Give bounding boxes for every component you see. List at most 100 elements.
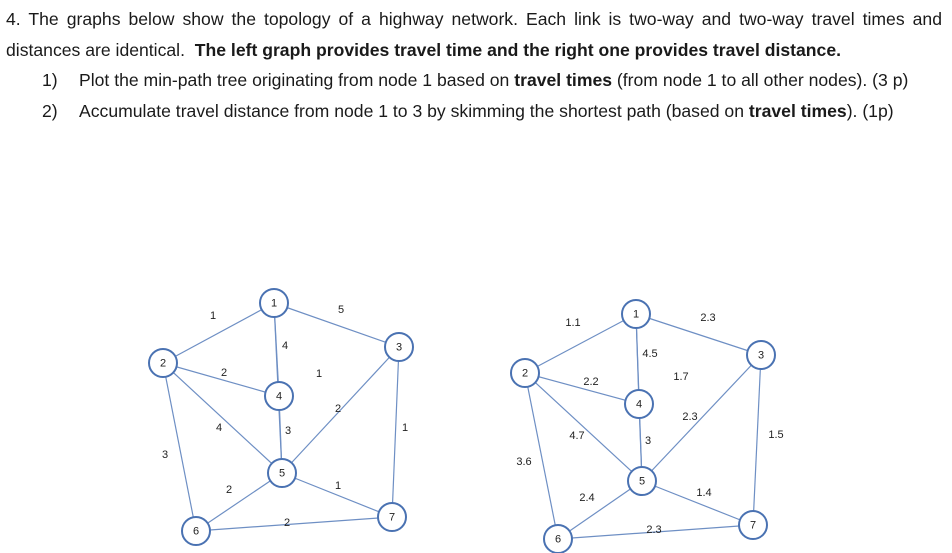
intro-plain: The graphs below show the topology of a …	[6, 9, 942, 60]
edge-1-2	[162, 302, 275, 364]
node-3: 3	[746, 340, 776, 370]
node-label: 7	[750, 520, 756, 532]
edge-label-1-5: 1.7	[673, 371, 688, 383]
node-circle	[621, 299, 651, 329]
list-item-2: 2) Accumulate travel distance from node …	[42, 96, 942, 127]
node-2: 2	[148, 348, 178, 378]
edge-label-3-7: 1	[402, 422, 408, 434]
edge-label-1-3: 5	[338, 304, 344, 316]
edge-label-1-2: 1	[210, 310, 216, 322]
list-item-1: 1) Plot the min-path tree originating fr…	[42, 65, 942, 96]
edge-label-3-5: 2	[335, 403, 341, 415]
node-5: 5	[627, 466, 657, 496]
node-circle	[746, 340, 776, 370]
edge-2-4	[524, 372, 640, 405]
node-2: 2	[510, 358, 540, 388]
edge-label-1-3: 2.3	[700, 312, 715, 324]
edge-2-5	[524, 372, 643, 482]
edge-2-6	[162, 362, 197, 532]
edge-label-3-5: 2.3	[682, 411, 697, 423]
item-number: 2)	[42, 100, 58, 121]
node-label: 1	[633, 309, 639, 321]
node-label: 2	[160, 358, 166, 370]
edge-3-5	[641, 354, 762, 482]
item-number: 1)	[42, 70, 58, 90]
edge-label-1-4: 4	[282, 340, 288, 352]
edge-label-4-5: 3	[645, 435, 651, 447]
node-circle	[259, 288, 289, 318]
node-circle	[267, 458, 297, 488]
item-text-bold: travel times	[514, 70, 613, 90]
edge-label-2-4: 2.2	[583, 376, 598, 388]
node-circle	[264, 381, 294, 411]
node-circle	[377, 502, 407, 532]
node-6: 6	[181, 516, 211, 546]
edge-5-6	[195, 472, 283, 532]
node-circle	[543, 524, 573, 553]
node-label: 4	[636, 399, 642, 411]
edge-label-2-4: 2	[221, 367, 227, 379]
node-circle	[627, 466, 657, 496]
node-circle	[738, 510, 768, 540]
node-label: 6	[193, 526, 199, 538]
node-circle	[384, 332, 414, 362]
edge-3-7	[752, 354, 762, 526]
item-text: Accumulate travel distance from node 1 t…	[79, 96, 942, 127]
node-label: 5	[639, 476, 645, 488]
question-list: 1) Plot the min-path tree originating fr…	[6, 65, 942, 126]
node-5: 5	[267, 458, 297, 488]
item-text-part: Plot the min-path tree originating from …	[79, 70, 515, 90]
edge-label-2-6: 3.6	[516, 456, 531, 468]
edge-label-2-5: 4	[216, 422, 222, 434]
node-3: 3	[384, 332, 414, 362]
node-circle	[510, 358, 540, 388]
node-6: 6	[543, 524, 573, 553]
edge-3-7	[391, 346, 400, 518]
node-label: 5	[279, 468, 285, 480]
edge-5-7	[641, 480, 754, 526]
edge-label-3-7: 1.5	[768, 429, 783, 441]
item-text-bold: travel times	[748, 100, 847, 121]
edge-label-5-6: 2	[226, 484, 232, 496]
edge-label-6-7: 2	[284, 517, 290, 529]
edge-2-5	[162, 362, 283, 474]
node-label: 4	[276, 391, 282, 403]
item-text: Plot the min-path tree originating from …	[79, 65, 942, 96]
edge-2-6	[524, 372, 559, 540]
edge-label-1-2: 1.1	[565, 317, 580, 329]
node-4: 4	[264, 381, 294, 411]
intro-end: .	[836, 39, 842, 60]
node-7: 7	[738, 510, 768, 540]
node-label: 6	[555, 534, 561, 546]
item-text-part: Accumulate travel distance from node 1 t…	[79, 100, 749, 121]
node-1: 1	[621, 299, 651, 329]
node-4: 4	[624, 389, 654, 419]
intro-bold: The left graph provides travel time and …	[194, 39, 837, 60]
node-label: 7	[389, 512, 395, 524]
edge-label-5-6: 2.4	[579, 492, 594, 504]
edge-5-6	[557, 480, 643, 540]
node-label: 3	[758, 350, 764, 362]
item-text-part: (from node 1 to all other nodes). (3 p)	[612, 70, 909, 90]
node-1: 1	[259, 288, 289, 318]
node-label: 1	[271, 298, 277, 310]
edge-label-6-7: 2.3	[646, 524, 661, 536]
edge-5-7	[281, 472, 393, 518]
node-label: 2	[522, 368, 528, 380]
node-circle	[181, 516, 211, 546]
question-number: 4.	[6, 9, 21, 29]
edge-label-5-7: 1.4	[696, 487, 711, 499]
edge-1-2	[524, 313, 637, 374]
edge-1-3	[635, 313, 762, 356]
question-text: 4. The graphs below show the topology of…	[6, 4, 942, 126]
question-intro: 4. The graphs below show the topology of…	[6, 4, 942, 65]
node-7: 7	[377, 502, 407, 532]
edge-1-3	[273, 302, 400, 348]
node-label: 3	[396, 342, 402, 354]
item-text-part: ). (1p)	[846, 100, 894, 121]
node-circle	[148, 348, 178, 378]
edge-2-4	[162, 362, 280, 397]
edge-label-4-5: 3	[285, 425, 291, 437]
